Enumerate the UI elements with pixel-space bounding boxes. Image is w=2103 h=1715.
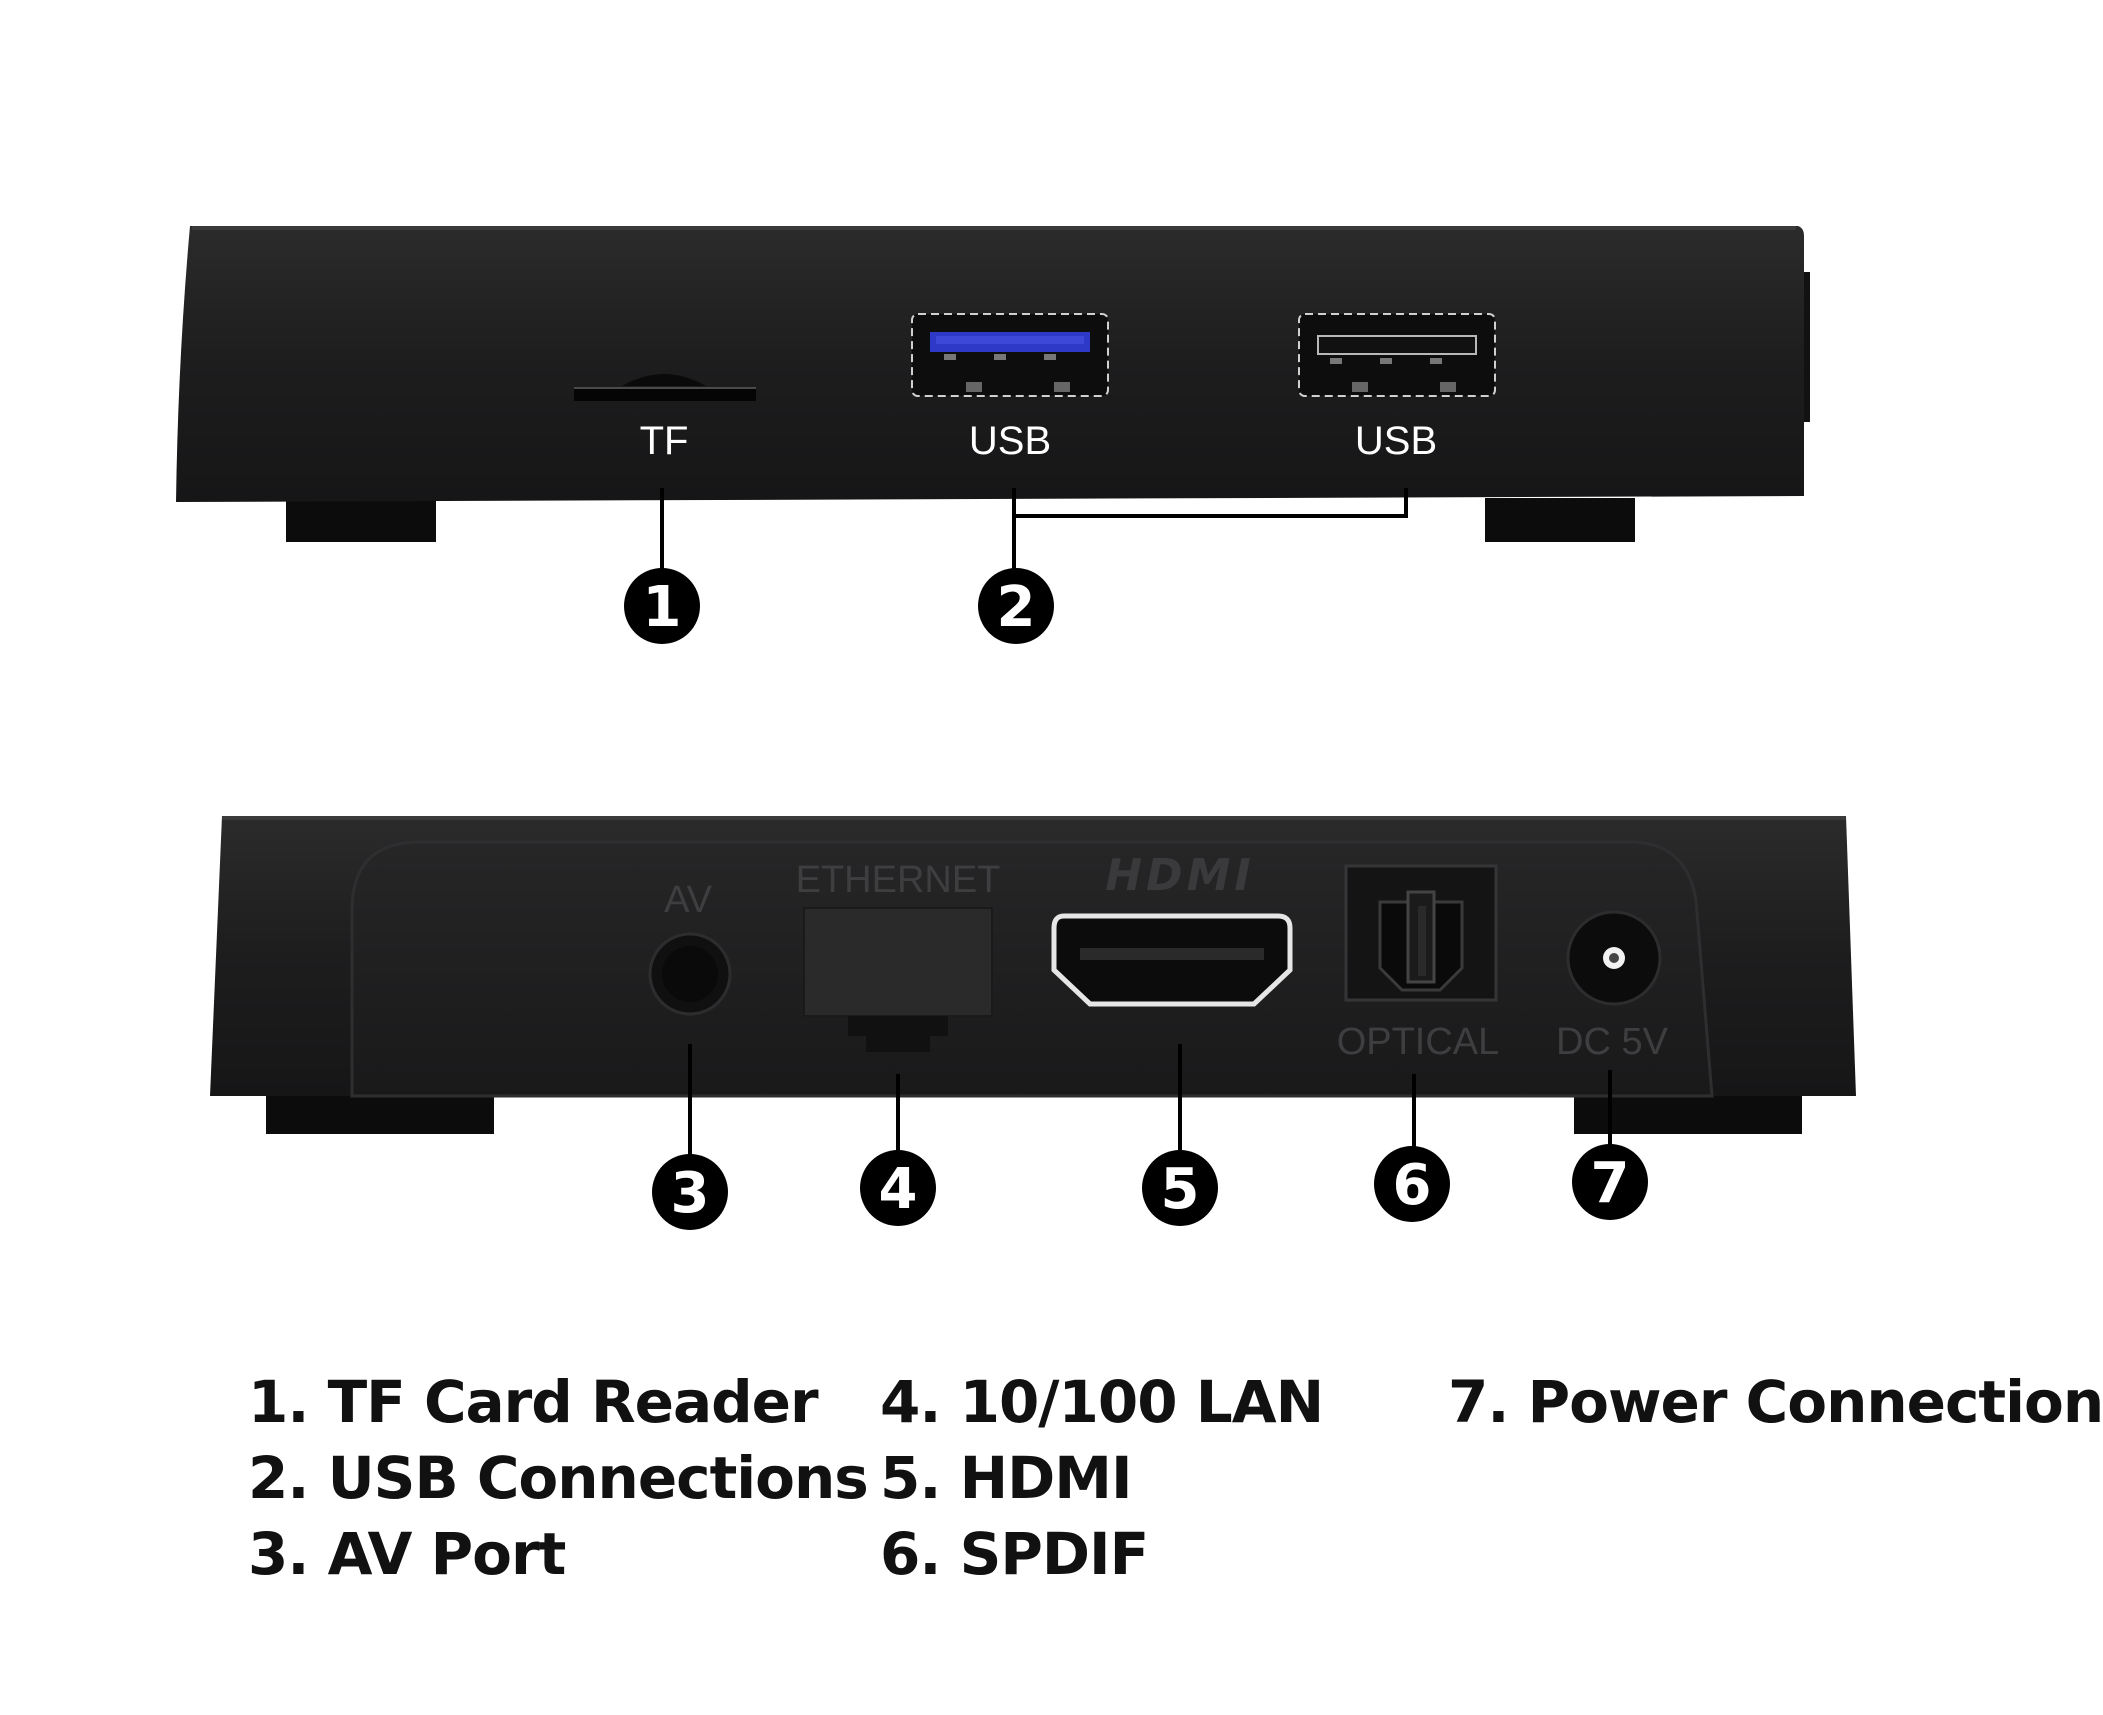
svg-text:7: 7: [1591, 1151, 1630, 1216]
legend-item-1: 1. TF Card Reader: [248, 1368, 819, 1436]
callout-7: 7: [1572, 1144, 1648, 1220]
front-foot-right: [1485, 498, 1635, 542]
callout-5: 5: [1142, 1150, 1218, 1226]
legend-item-4: 4. 10/100 LAN: [880, 1368, 1324, 1436]
back-view: AV ETHERNET HDMI OPTICAL: [210, 816, 1856, 1134]
front-side-tab: [1804, 272, 1810, 422]
optical-port: [1344, 864, 1498, 1002]
optical-label: OPTICAL: [1337, 1021, 1500, 1063]
callout-6: 6: [1374, 1146, 1450, 1222]
legend-column-3: 7. Power Connection: [1448, 1364, 2103, 1440]
back-foot-left: [266, 1094, 494, 1134]
svg-text:1: 1: [643, 575, 682, 640]
ethernet-port: [803, 907, 993, 1052]
tf-label: TF: [640, 419, 689, 463]
hdmi-logo: HDMI: [1105, 850, 1255, 901]
hdmi-port: [1051, 913, 1293, 1007]
callout-2: 2: [978, 568, 1054, 644]
callout-3: 3: [652, 1154, 728, 1230]
back-top-edge: [222, 816, 1846, 820]
usb-port-1: [911, 313, 1109, 397]
legend-item-6: 6. SPDIF: [880, 1520, 1149, 1588]
usb-1-label: USB: [969, 419, 1051, 463]
legend-item-7: 7. Power Connection: [1448, 1368, 2103, 1436]
dc-label: DC 5V: [1556, 1021, 1669, 1063]
legend-item-3: 3. AV Port: [248, 1520, 566, 1588]
back-recess-panel: [350, 840, 1714, 1098]
svg-text:3: 3: [671, 1161, 710, 1226]
ports-diagram: TF USB USB 1: [176, 226, 1856, 1230]
dc-jack: [1566, 910, 1662, 1006]
ethernet-label: ETHERNET: [796, 859, 1001, 901]
legend-column-2: 4. 10/100 LAN 5. HDMI 6. SPDIF: [880, 1364, 1324, 1592]
av-jack: [648, 932, 732, 1016]
av-label: AV: [664, 879, 713, 921]
svg-text:4: 4: [879, 1157, 918, 1222]
legend-item-2: 2. USB Connections: [248, 1444, 869, 1512]
front-foot-left: [286, 498, 436, 542]
legend-column-1: 1. TF Card Reader 2. USB Connections 3. …: [248, 1364, 869, 1592]
usb-2-label: USB: [1355, 419, 1437, 463]
callout-1: 1: [624, 568, 700, 644]
leader-line-2: [1012, 488, 1408, 518]
svg-text:2: 2: [997, 575, 1036, 640]
front-top-edge: [192, 226, 1796, 230]
legend-item-5: 5. HDMI: [880, 1444, 1133, 1512]
front-view: TF USB USB: [176, 226, 1810, 542]
callout-4: 4: [860, 1150, 936, 1226]
usb-port-2: [1298, 313, 1496, 397]
tf-card-slot: [574, 374, 756, 401]
svg-text:6: 6: [1393, 1153, 1432, 1218]
svg-text:5: 5: [1161, 1157, 1200, 1222]
